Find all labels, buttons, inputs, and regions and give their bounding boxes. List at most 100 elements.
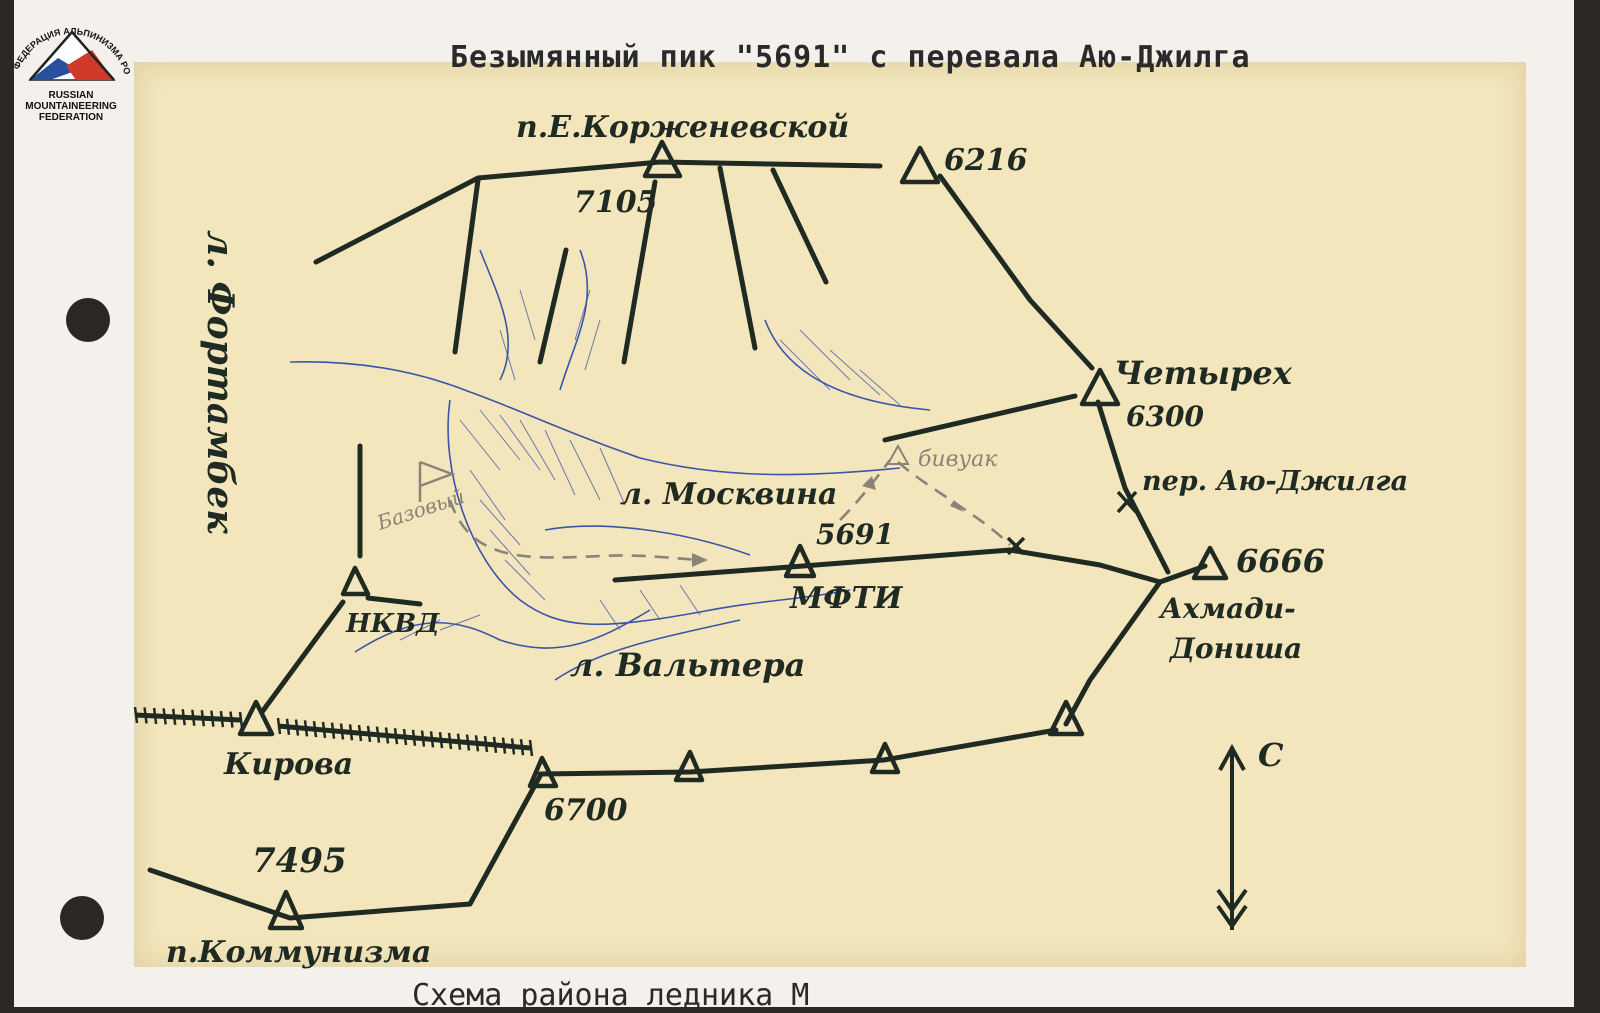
hatch-mark (348, 724, 354, 741)
glacier-hatch-stroke (479, 409, 521, 461)
route-arrow (862, 476, 876, 490)
peak-6216-icon (899, 145, 941, 185)
hatch-mark (219, 710, 225, 728)
hatch-mark (492, 736, 498, 754)
spur (717, 165, 758, 351)
hatch-mark (429, 731, 435, 748)
hatch-mark (276, 717, 282, 735)
ridge-southwest (147, 773, 543, 921)
ridge-nkvd-kirova (259, 599, 346, 715)
label-6666: 6666 (1236, 542, 1325, 580)
ridge-east (937, 173, 1095, 371)
ridge-south (537, 727, 1059, 777)
label-pass-ayu-dzhilga: пер. Аю-Джилга (1142, 466, 1408, 497)
ridge-akhmadi-south (1063, 579, 1163, 727)
peak-south-1-icon (673, 749, 705, 783)
hatch-mark (483, 735, 489, 753)
ridge-mfti (612, 547, 1208, 585)
logo-text-russian: RUSSIAN (48, 90, 94, 101)
glacier-hatch-stroke (439, 614, 481, 631)
glacier-hatch-stroke (489, 529, 531, 576)
peak-kirova-icon (237, 699, 275, 737)
hatch-mark (528, 739, 534, 757)
route-base-to-mfti (448, 499, 701, 562)
peak-akhmadi-icon (1191, 545, 1229, 581)
peak-6700-icon (527, 755, 559, 789)
north-arrow-icon (1216, 743, 1248, 930)
hatch-mark (375, 726, 381, 743)
label-chetyrekh-height: 6300 (1126, 400, 1204, 433)
label-glacier-valtera: л. Вальтера (570, 646, 805, 684)
hatch-mark (519, 739, 525, 756)
label-mfti: МФТИ (789, 581, 904, 616)
glacier-fortambek-edge (289, 360, 901, 476)
hatch-mark (357, 724, 363, 742)
peak-mfti-icon (783, 543, 817, 579)
label-7495: 7495 (252, 841, 347, 881)
hatch-mark (229, 711, 234, 728)
hatch-mark (438, 731, 444, 749)
hatch-marks (133, 706, 534, 757)
glacier-east-cirque (764, 319, 931, 411)
route-arrows (692, 476, 964, 567)
ridge-lines (147, 159, 1208, 921)
pass-markers (1006, 490, 1138, 556)
bivouac-triangle-icon (886, 443, 910, 465)
hatch-mark (303, 720, 309, 737)
ridge-north-main (313, 159, 883, 265)
pass-cross-icon (1006, 536, 1026, 556)
hatch-mark (321, 721, 327, 739)
glacier-hatch-stroke (829, 349, 881, 396)
glacier-inner (544, 525, 751, 556)
glacier-hatch-stroke (639, 589, 661, 621)
pass-ayu-dzhilga-icon (1116, 490, 1138, 514)
hatch-mark (339, 723, 345, 740)
spur (452, 177, 481, 355)
glacier-moskvina-upper (479, 249, 509, 381)
spur (621, 179, 658, 365)
glacier-hatch-stroke (599, 447, 626, 506)
glacier-hatch-stroke (599, 599, 621, 631)
glacier-hatching (399, 289, 901, 641)
hatch-mark (294, 719, 300, 736)
spur (537, 247, 569, 365)
hatch-mark (402, 728, 408, 746)
hatch-mark (501, 737, 507, 754)
hatch-mark (238, 711, 244, 729)
ridge-nkvd-east (365, 595, 423, 607)
hatch-mark (210, 710, 215, 727)
glacier-hatch-stroke (799, 329, 851, 381)
logo-text-mountaineering: MOUNTAINEERING (25, 101, 117, 112)
peak-south-2-icon (869, 741, 901, 775)
label-glacier-moskvina: л. Москвина (620, 477, 837, 512)
punch-hole (60, 896, 104, 940)
hatch-mark (330, 722, 336, 739)
glacier-moskvina-north (447, 399, 851, 626)
route-arrow (950, 500, 964, 512)
base-camp-flag-icon (418, 460, 456, 502)
label-6700: 6700 (544, 793, 628, 828)
hatch-mark (411, 729, 417, 746)
glacier-hatch-stroke (479, 499, 521, 546)
federation-logo: ФЕДЕРАЦИЯ АЛЬПИНИЗМА РОССИИ RUSSIAN MOUN… (3, 2, 136, 123)
hatch-mark (393, 728, 399, 745)
hatch-mark (133, 706, 139, 724)
glacier-valtera-south (554, 619, 741, 681)
hatch-mark (171, 708, 177, 725)
hatch-mark (200, 710, 206, 727)
glacier-hatch-stroke (569, 439, 601, 501)
label-6216: 6216 (944, 143, 1028, 178)
hatch-mark (456, 733, 462, 750)
glacier-hatch-stroke (399, 619, 441, 641)
label-kommunizma: п.Коммунизма (166, 935, 431, 970)
label-north: С (1258, 736, 1284, 774)
peak-nkvd-icon (340, 565, 371, 597)
glacier-valtera (354, 609, 651, 653)
hatch-mark (384, 727, 390, 744)
label-chetyrekh: Четырех (1114, 354, 1293, 392)
peak-south-3-icon (1047, 699, 1085, 737)
ridge-chetyrekh-pass (1095, 399, 1171, 575)
peak-chetyrekh-icon (1079, 367, 1121, 407)
hatch-mark (420, 730, 426, 747)
